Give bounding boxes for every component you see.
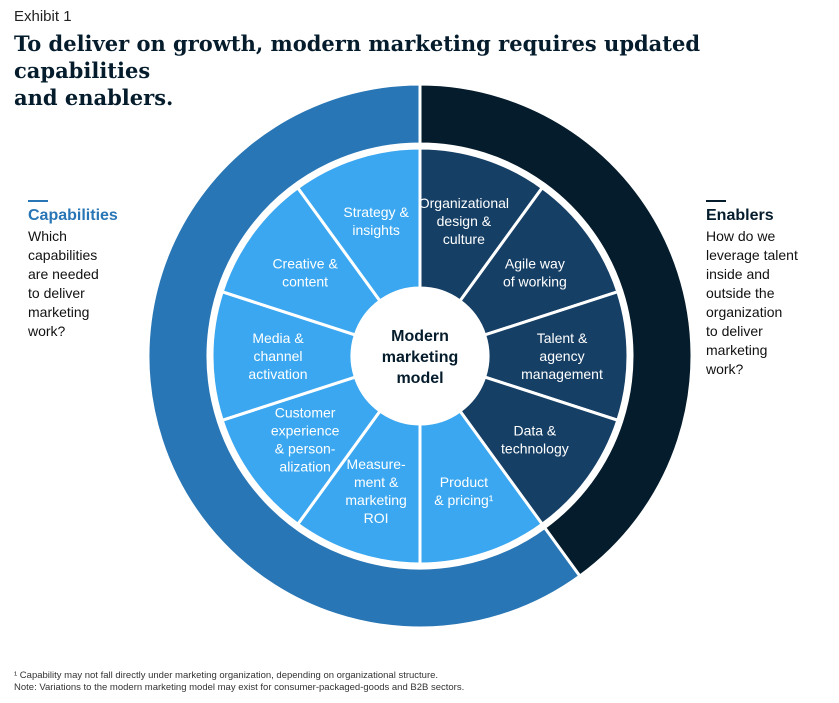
segment-label-line: technology [501,440,569,456]
enablers-heading: Enablers [706,207,774,224]
segment-label-line: insights [352,222,399,238]
outer-ring-enablers [418,82,694,579]
segment-label: Customer experience & person-alization [271,404,340,474]
footnotes: ¹ Capability may not fall directly under… [14,670,464,694]
enablers-legend: Enablers How do we leverage talent insid… [706,200,816,379]
segment-label-line: culture [443,231,485,247]
segment-label-line: content [282,274,328,290]
segment-label-line: management [521,366,603,382]
enablers-description: How do we leverage talent inside and out… [706,227,816,379]
enablers-line: organization [706,304,783,320]
outer-ring [146,82,694,630]
center-label-line: marketing [382,349,458,366]
segment-label: Organizational design & culture [419,195,509,247]
center-label-line: Modern [391,328,449,345]
inner-segments [210,146,630,566]
capabilities-line: marketing [28,304,90,320]
segment-label-line: Customer [275,404,336,420]
enablers-line: work? [706,361,744,377]
segment-label: Creative & content [272,256,338,290]
segment-label-line: Product [440,474,488,490]
segment-label-line: activation [248,366,307,382]
segment-label-line: experience [271,422,340,438]
segment-label: Talent & agency management [521,330,603,382]
segment-label-line: Talent & [537,330,588,346]
segment-label: Strategy & insights [343,204,409,238]
segment-label-line: channel [253,348,302,364]
segment-label: Product & pricing¹ [434,474,493,508]
capabilities-accent-bar [28,200,48,202]
page-title: To deliver on growth, modern marketing r… [14,30,814,111]
segment-label-line: Data & [513,422,556,438]
segment-label-line: of working [503,274,567,290]
segment-label-line: Measure- [347,456,406,472]
capabilities-line: to deliver [28,285,85,301]
segment-capability [295,146,422,304]
segment-label-line: ROI [364,510,389,526]
capabilities-line: Which [28,228,67,244]
segment-label-line: ment & [354,474,399,490]
segment-label: Agile way of working [503,256,567,290]
outer-ring-capabilities [146,82,582,630]
capabilities-line: capabilities [28,247,98,263]
segment-label-line: alization [279,458,330,474]
segment-label: Data & technology [501,422,569,456]
segment-label-line: & person- [275,440,336,456]
segment-label-line: marketing [345,492,406,508]
capabilities-heading: Capabilities [28,207,118,224]
segment-label-line: & pricing¹ [434,492,493,508]
title-line-2: and enablers. [14,85,174,110]
footnote-1: ¹ Capability may not fall directly under… [14,670,439,681]
segment-label-line: Media & [252,330,304,346]
segment-label-line: Organizational [419,195,509,211]
enablers-line: How do we [706,228,776,244]
segment-label-line: Strategy & [343,204,409,220]
segment-label: Media & channel activation [248,330,307,382]
center-circle [354,290,486,422]
enablers-line: outside the [706,285,775,301]
title-line-1: To deliver on growth, modern marketing r… [14,31,701,83]
footnote-note: Note: Variations to the modern marketing… [14,682,465,693]
enablers-line: marketing [706,342,768,358]
capabilities-line: are needed [28,266,99,282]
segment-label-line: agency [539,348,584,364]
center-label-text: Modern marketing model [382,328,458,387]
segment-label-line: Creative & [272,256,338,272]
center-label-line: model [396,370,443,387]
segment-label-line: Agile way [505,256,565,272]
enablers-line: to deliver [706,323,763,339]
segment-label-line: design & [437,213,492,229]
exhibit-label: Exhibit 1 [14,8,72,25]
capabilities-legend: Capabilities Which capabilities are need… [28,200,128,341]
enablers-line: inside and [706,266,770,282]
center-label: Modern marketing model [382,328,458,387]
enablers-accent-bar [706,200,726,202]
capabilities-description: Which capabilities are needed to deliver… [28,227,128,341]
enablers-line: leverage talent [706,247,798,263]
capabilities-line: work? [28,323,66,339]
